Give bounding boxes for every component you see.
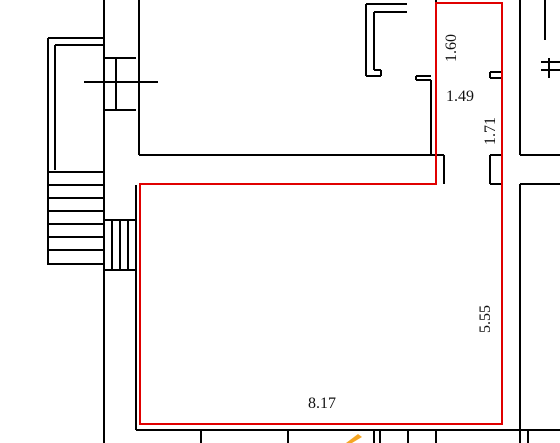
dim-corridor-vertical: 1.71 [482, 117, 499, 145]
dim-room-height: 5.55 [477, 305, 494, 333]
dim-room-width: 8.17 [308, 395, 336, 412]
walls [103, 0, 560, 443]
upper-stair [47, 37, 158, 265]
dim-corridor-width: 1.49 [446, 88, 474, 105]
highlighted-unit-outline [139, 2, 503, 425]
dim-top-vertical: 1.60 [443, 34, 460, 62]
lower-stair [48, 171, 136, 271]
accent-marker [346, 434, 362, 443]
